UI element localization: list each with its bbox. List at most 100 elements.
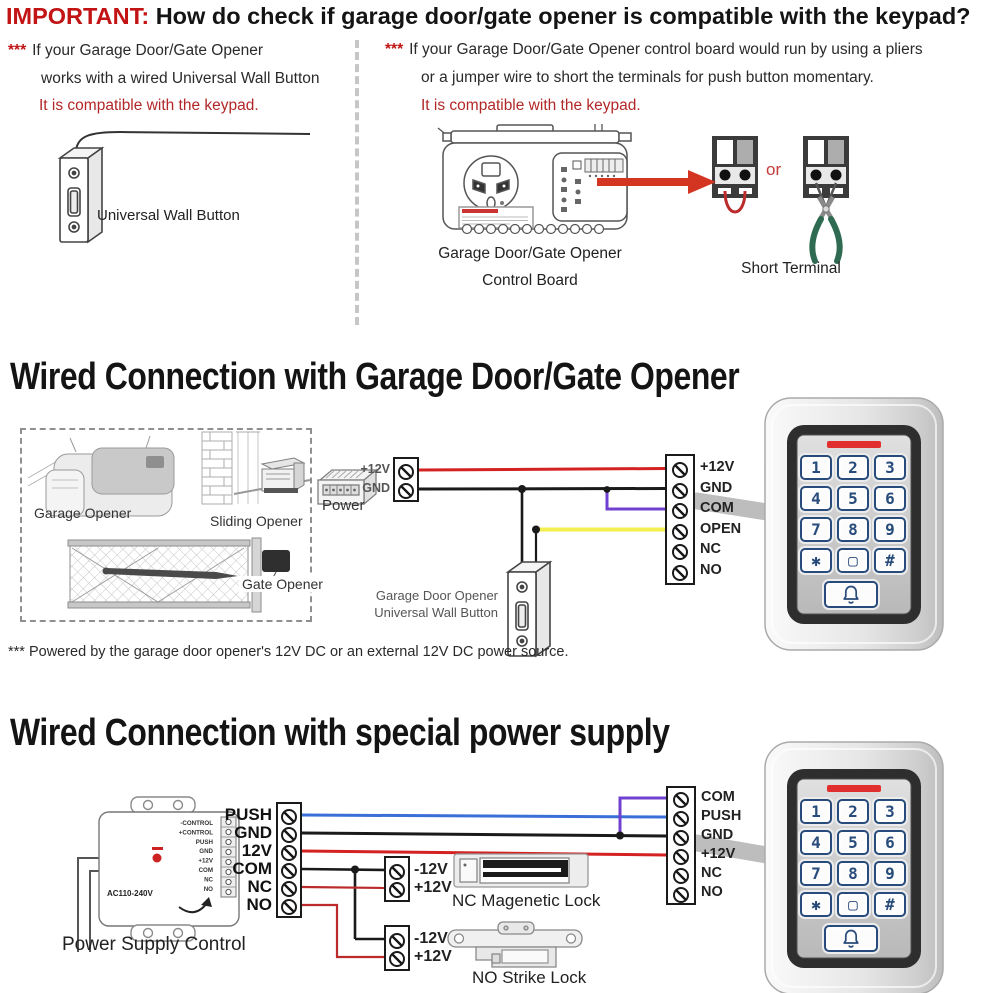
strike-terminal-block: [384, 925, 410, 971]
or-text: or: [766, 160, 782, 179]
psu-block-label: 12V: [241, 841, 272, 860]
wall-button-label: Universal Wall Button: [97, 207, 240, 224]
wall-button-art: [505, 560, 553, 658]
keypad-terminal-label: NO: [700, 562, 722, 578]
screw-icon: [673, 887, 689, 903]
screw-icon: [672, 544, 688, 560]
key-7: 7: [800, 861, 832, 886]
psu-pin: NO: [204, 886, 213, 893]
key-0: ▢: [837, 892, 869, 917]
keypad-terminal-label: +12V: [700, 459, 735, 475]
control-board-art: [437, 124, 632, 235]
screw-icon: [281, 845, 297, 861]
screw-icon: [673, 849, 689, 865]
wall-button2-label-2: Universal Wall Button: [374, 605, 498, 620]
garage-opener-label: Garage Opener: [34, 505, 132, 521]
board-label-1: Garage Door/Gate Opener: [438, 245, 622, 262]
intro-left-line1: ***If your Garage Door/Gate Opener: [8, 42, 264, 59]
maglock-terminal-label: +12V: [414, 879, 452, 896]
gate-opener-label: Gate Opener: [239, 576, 326, 592]
key-8: 8: [837, 861, 869, 886]
screw-icon: [398, 464, 414, 480]
power-terminal-label: +12V: [360, 462, 390, 476]
key-8: 8: [837, 517, 869, 542]
screw-icon: [281, 899, 297, 915]
bell-button: [824, 581, 878, 608]
screw-icon: [281, 827, 297, 843]
psu-block-label: GND: [234, 823, 272, 842]
title-important: IMPORTANT:: [6, 3, 150, 29]
intro-right-line2: or a jumper wire to short the terminals …: [421, 69, 874, 86]
screw-icon: [389, 933, 405, 949]
screw-icon: [672, 523, 688, 540]
key-hash: #: [874, 548, 906, 573]
key-7: 7: [800, 517, 832, 542]
screw-icon: [398, 483, 414, 499]
led-bar: [827, 785, 881, 792]
stars-icon: ***: [8, 42, 27, 59]
screw-icon: [672, 503, 688, 519]
psu-pin: NC: [204, 876, 213, 883]
strike-lock-label: NO Strike Lock: [472, 968, 587, 987]
screw-icon: [281, 863, 297, 879]
keypad-terminal-label: NO: [701, 884, 723, 900]
dashed-divider: [355, 40, 359, 325]
strike-terminal-label: +12V: [414, 948, 452, 965]
wall-button2-label-1: Garage Door Opener: [375, 588, 498, 603]
keypad-terminal-label: NC: [700, 541, 721, 557]
intro-left-result: It is compatible with the keypad.: [39, 97, 259, 114]
key-star: ✱: [800, 548, 832, 573]
psu-block-label: COM: [232, 859, 272, 878]
key-6: 6: [874, 486, 906, 511]
screw-icon: [672, 462, 688, 478]
key-2: 2: [837, 799, 869, 824]
keypad-terminal-block: [666, 786, 696, 905]
stars-icon: ***: [385, 41, 404, 58]
key-9: 9: [874, 517, 906, 542]
screw-icon: [673, 830, 689, 846]
screw-icon: [389, 864, 405, 880]
bell-icon: [843, 585, 859, 604]
maglock-label: NC Magenetic Lock: [452, 891, 601, 910]
key-3: 3: [874, 799, 906, 824]
key-5: 5: [837, 486, 869, 511]
psu-block-label: PUSH: [224, 805, 272, 824]
key-3: 3: [874, 455, 906, 480]
terminal-jumper-art: [712, 136, 758, 214]
power-label: Power: [322, 497, 365, 514]
keypad-terminal-label: COM: [701, 789, 735, 805]
key-1: 1: [800, 799, 832, 824]
key-1: 1: [800, 455, 832, 480]
screw-icon: [673, 868, 689, 884]
wall-button-art: [57, 130, 311, 244]
board-label-2: Control Board: [482, 272, 578, 289]
maglock-terminal-block: [384, 856, 410, 902]
keypad-terminal-label: GND: [701, 827, 734, 843]
psu-block-label: NO: [246, 895, 273, 914]
screw-icon: [389, 951, 405, 967]
bell-button: [824, 925, 878, 952]
keypad-terminal-label: OPEN: [700, 521, 742, 537]
keypad-photo: 1 2 3 4 5 6 7 8 9 ✱ ▢ #: [761, 740, 961, 993]
psu-pin: -CONTROL: [180, 820, 213, 827]
title-question: How do check if garage door/gate opener …: [155, 3, 971, 29]
key-2: 2: [837, 455, 869, 480]
screw-icon: [673, 792, 689, 808]
keypad-terminal-label: COM: [700, 500, 734, 516]
keypad-terminal-label: PUSH: [701, 808, 742, 824]
psu-pin: +12V: [198, 858, 213, 865]
power-supply-control-art: AC110-240V -CONTROL +CONTROL PUSH GND +1…: [98, 796, 240, 942]
openers-art: [27, 431, 311, 613]
heading-garage-section: Wired Connection with Garage Door/Gate O…: [10, 356, 740, 398]
screw-icon: [281, 809, 297, 825]
psu-pin: COM: [199, 867, 213, 874]
psu-voltage: AC110-240V: [107, 889, 153, 898]
key-4: 4: [800, 830, 832, 855]
psu-label: Power Supply Control: [62, 934, 246, 955]
screw-icon: [389, 882, 405, 898]
key-hash: #: [874, 892, 906, 917]
footnote: *** Powered by the garage door opener's …: [8, 644, 569, 660]
short-terminal-label: Short Terminal: [741, 260, 841, 277]
key-4: 4: [800, 486, 832, 511]
intro-left-line2: works with a wired Universal Wall Button: [41, 70, 320, 87]
